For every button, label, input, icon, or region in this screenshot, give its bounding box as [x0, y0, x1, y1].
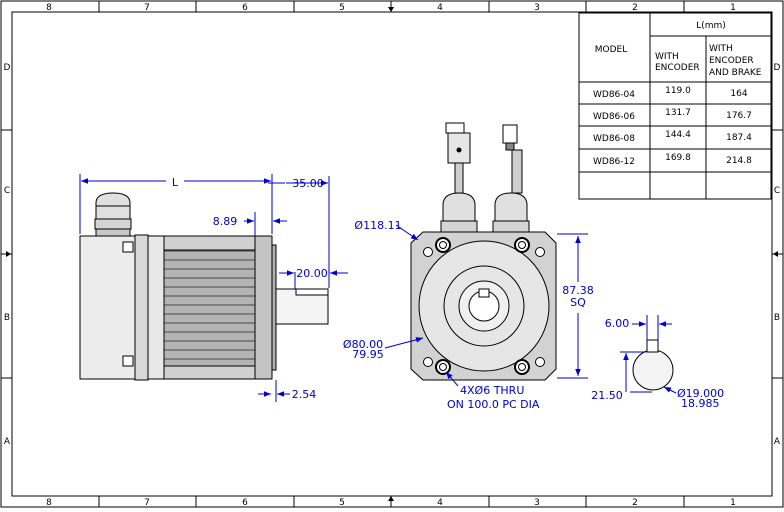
zone-row-label: B: [4, 313, 10, 323]
motor-side-view: [79, 192, 329, 381]
zone-row-label: D: [774, 63, 781, 73]
side-view-cooling-fins: [163, 249, 256, 367]
side-view-housing-bottom: [163, 365, 256, 380]
zone-column-label: 2: [632, 3, 638, 13]
table-header-encoder-brake: AND BRAKE: [709, 68, 762, 78]
table-cell-brake: 214.8: [726, 156, 752, 166]
zone-column-label: 6: [242, 498, 248, 508]
pilot-diameter-label: 79.95: [352, 348, 384, 361]
dimension-label: 20.00: [296, 267, 328, 280]
dimension-label: 8.89: [213, 215, 238, 228]
side-view-front-flange: [254, 235, 273, 380]
zone-column-label: 7: [144, 498, 150, 508]
dimension-length-label: L: [172, 176, 179, 189]
table-header-length: L(mm): [696, 21, 726, 31]
table-cell-brake: 176.7: [726, 111, 752, 121]
table-header-model: MODEL: [595, 45, 627, 55]
zone-column-label: 3: [534, 3, 540, 13]
side-view-body: [134, 234, 149, 381]
bolt-circle-diameter-label: Ø118.11: [354, 219, 401, 232]
table-cell-model: WD86-04: [593, 90, 635, 100]
zone-column-label: 7: [144, 3, 150, 13]
zone-column-label: 4: [437, 3, 443, 13]
side-view-body-ring: [147, 235, 165, 380]
motor-front-view: [410, 122, 557, 381]
zone-column-label: 3: [534, 498, 540, 508]
table-cell-brake: 164: [730, 89, 747, 99]
shaft-section-circle: [632, 349, 674, 391]
dimension-label: 35.00: [292, 177, 324, 190]
zone-column-label: 1: [730, 498, 736, 508]
table-header-encoder-brake: WITH: [709, 44, 733, 54]
shaft-section-view: [632, 339, 674, 391]
zone-column-label: 8: [46, 498, 52, 508]
zone-column-label: 5: [339, 498, 345, 508]
zone-row-label: C: [4, 186, 10, 196]
keyway-width-label: 6.00: [605, 317, 630, 330]
shaft-diameter-label: 18.985: [681, 397, 720, 410]
table-header-encoder: WITH: [655, 52, 679, 62]
shaft-section-keyway: [646, 339, 659, 353]
centre-marks: [6, 7, 778, 501]
zone-column-label: 2: [632, 498, 638, 508]
table-cell-encoder: 144.4: [665, 130, 691, 140]
side-view-pilot: [271, 244, 277, 371]
zone-row-label: C: [774, 186, 780, 196]
table-cell-brake: 187.4: [726, 133, 752, 143]
front-view-connector-left: [440, 122, 478, 233]
front-view-connector-right: [492, 124, 530, 233]
front-view-mounting-holes: [423, 237, 545, 375]
zone-column-label: 4: [437, 498, 443, 508]
front-view-pilot-inner: [443, 265, 525, 347]
shaft-diameter-label: Ø19.000: [677, 387, 724, 400]
zone-column-label: 6: [242, 3, 248, 13]
zone-column-label: 8: [46, 3, 52, 13]
table-cell-encoder: 131.7: [665, 108, 691, 118]
keyway-depth-label: 21.50: [591, 389, 623, 402]
mounting-holes-note: 4XØ6 THRU: [460, 384, 524, 397]
zone-column-label: 5: [339, 3, 345, 13]
zone-row-label: B: [774, 313, 780, 323]
zone-column-label: 1: [730, 3, 736, 13]
pilot-diameter-label: Ø80.00: [343, 338, 383, 351]
table-header-encoder-brake: ENCODER: [709, 56, 754, 66]
table-header-encoder: ENCODER: [655, 63, 700, 73]
side-view-housing-top: [163, 235, 256, 251]
zone-row-label: A: [4, 437, 11, 447]
model-table: MODEL L(mm) WITH ENCODER WITH ENCODER AN…: [578, 12, 772, 200]
table-cell-model: WD86-06: [593, 112, 635, 122]
zone-row-label: A: [774, 437, 781, 447]
table-cell-encoder: 119.0: [665, 86, 691, 96]
front-view-shaft-key: [478, 288, 490, 298]
table-cell-model: WD86-08: [593, 134, 635, 144]
square-dimension-label: 87.38: [562, 284, 594, 297]
side-view-encoder-tab: [122, 355, 134, 367]
square-dimension-label: SQ: [570, 296, 586, 309]
mounting-holes-note: ON 100.0 PC DIA: [447, 398, 540, 411]
side-view-encoder-tab: [122, 241, 134, 253]
dimension-label: 2.54: [292, 388, 317, 401]
table-cell-model: WD86-12: [593, 157, 635, 167]
side-view-cable-gland: [94, 192, 132, 237]
zone-row-label: D: [4, 63, 11, 73]
side-view-shaft-key: [295, 288, 329, 296]
dimension-lines: [79, 174, 677, 402]
table-cell-encoder: 169.8: [665, 153, 691, 163]
